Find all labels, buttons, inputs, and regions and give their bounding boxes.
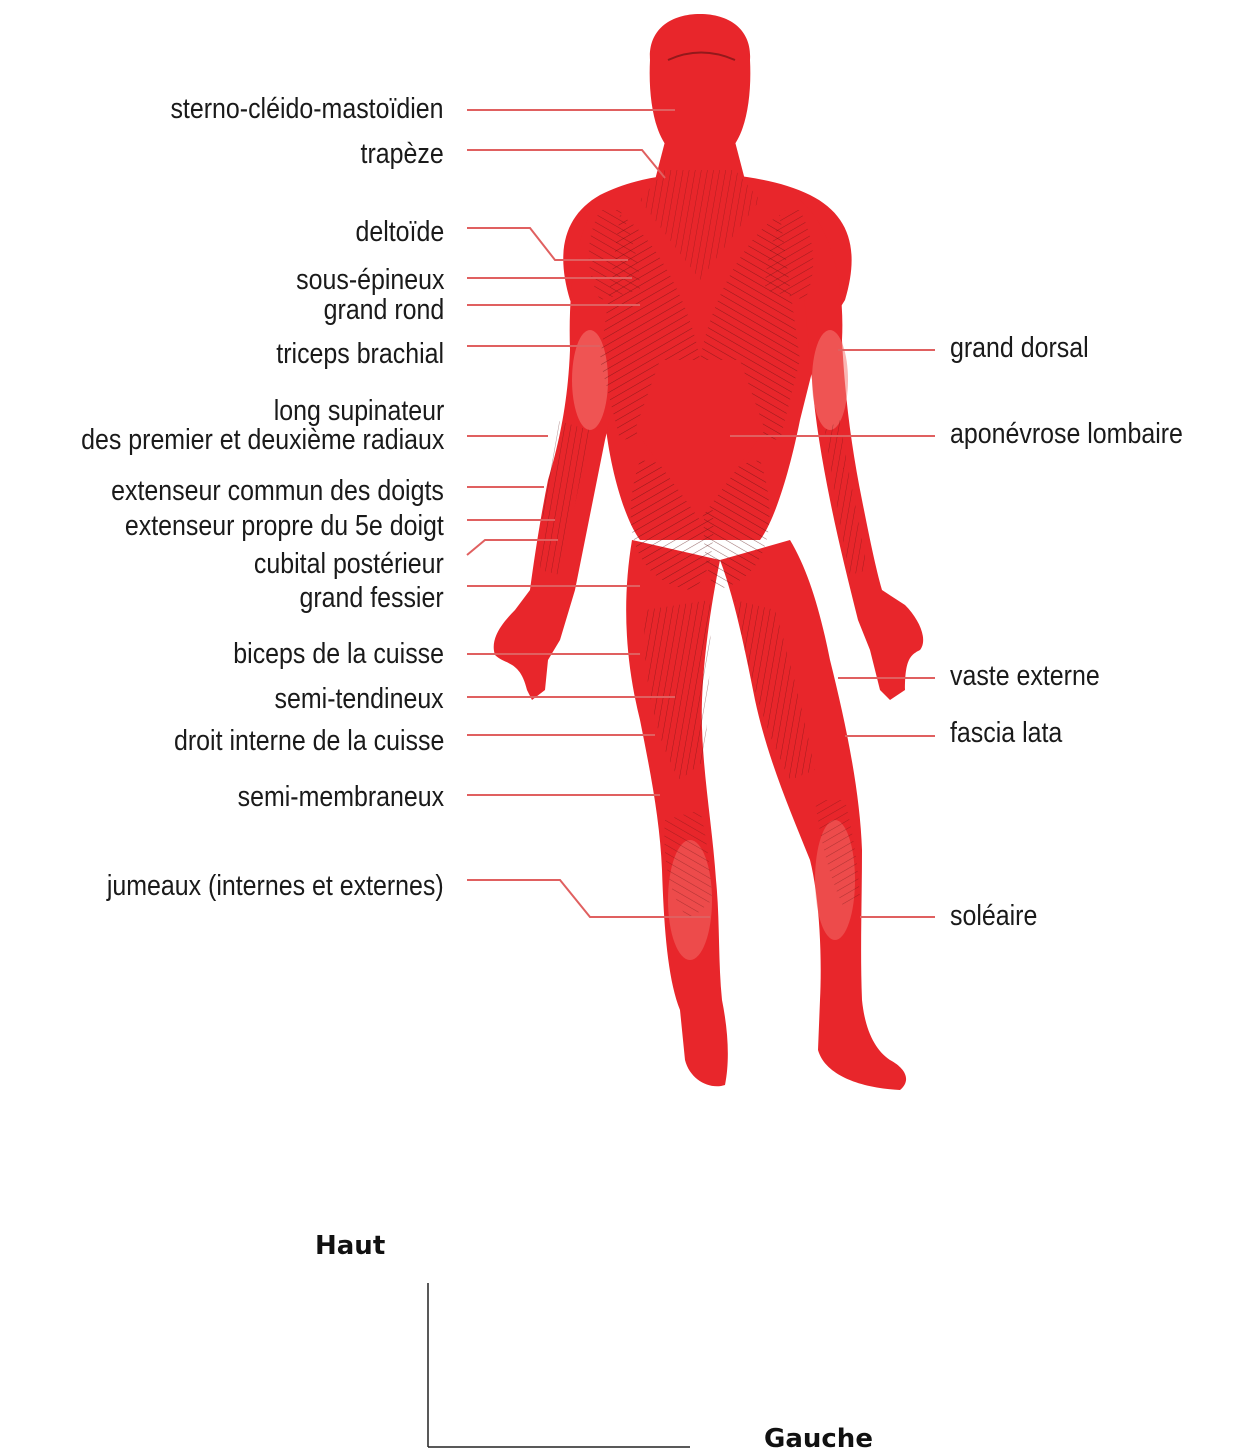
label-droit-interne: droit interne de la cuisse — [174, 727, 444, 756]
axis-label-haut: Haut — [315, 1231, 385, 1261]
label-fascia-lata: fascia lata — [950, 719, 1062, 748]
right-forearm-highlight — [812, 330, 848, 430]
label-extenseur-commun: extenseur commun des doigts — [111, 477, 444, 506]
label-premier-deuxieme-radiaux: des premier et deuxième radiaux — [81, 426, 444, 455]
label-grand-rond: grand rond — [323, 296, 444, 325]
label-trapeze: trapèze — [361, 140, 444, 169]
head — [650, 14, 751, 150]
label-grand-dorsal: grand dorsal — [950, 334, 1089, 363]
axis-label-gauche: Gauche — [764, 1424, 873, 1454]
label-triceps-brachial: triceps brachial — [276, 340, 444, 369]
label-biceps-cuisse: biceps de la cuisse — [233, 640, 444, 669]
label-extenseur-propre: extenseur propre du 5e doigt — [125, 512, 444, 541]
label-sterno-cleido-mastoidien: sterno-cléido-mastoïdien — [171, 95, 444, 124]
label-cubital-posterieur: cubital postérieur — [254, 550, 444, 579]
label-grand-fessier: grand fessier — [300, 584, 444, 613]
label-deltoide: deltoïde — [355, 218, 444, 247]
label-semi-membraneux: semi-membraneux — [237, 783, 444, 812]
label-semi-tendineux: semi-tendineux — [275, 685, 444, 714]
label-soleaire: soléaire — [950, 902, 1037, 931]
label-sous-epineux: sous-épineux — [296, 266, 444, 295]
label-jumeaux: jumeaux (internes et externes) — [107, 872, 444, 901]
orientation-axes — [428, 1283, 690, 1447]
label-vaste-externe: vaste externe — [950, 662, 1100, 691]
body-figure — [494, 14, 923, 1090]
label-aponevrose-lombaire: aponévrose lombaire — [950, 420, 1183, 449]
label-long-supinateur: long supinateur — [273, 397, 444, 426]
